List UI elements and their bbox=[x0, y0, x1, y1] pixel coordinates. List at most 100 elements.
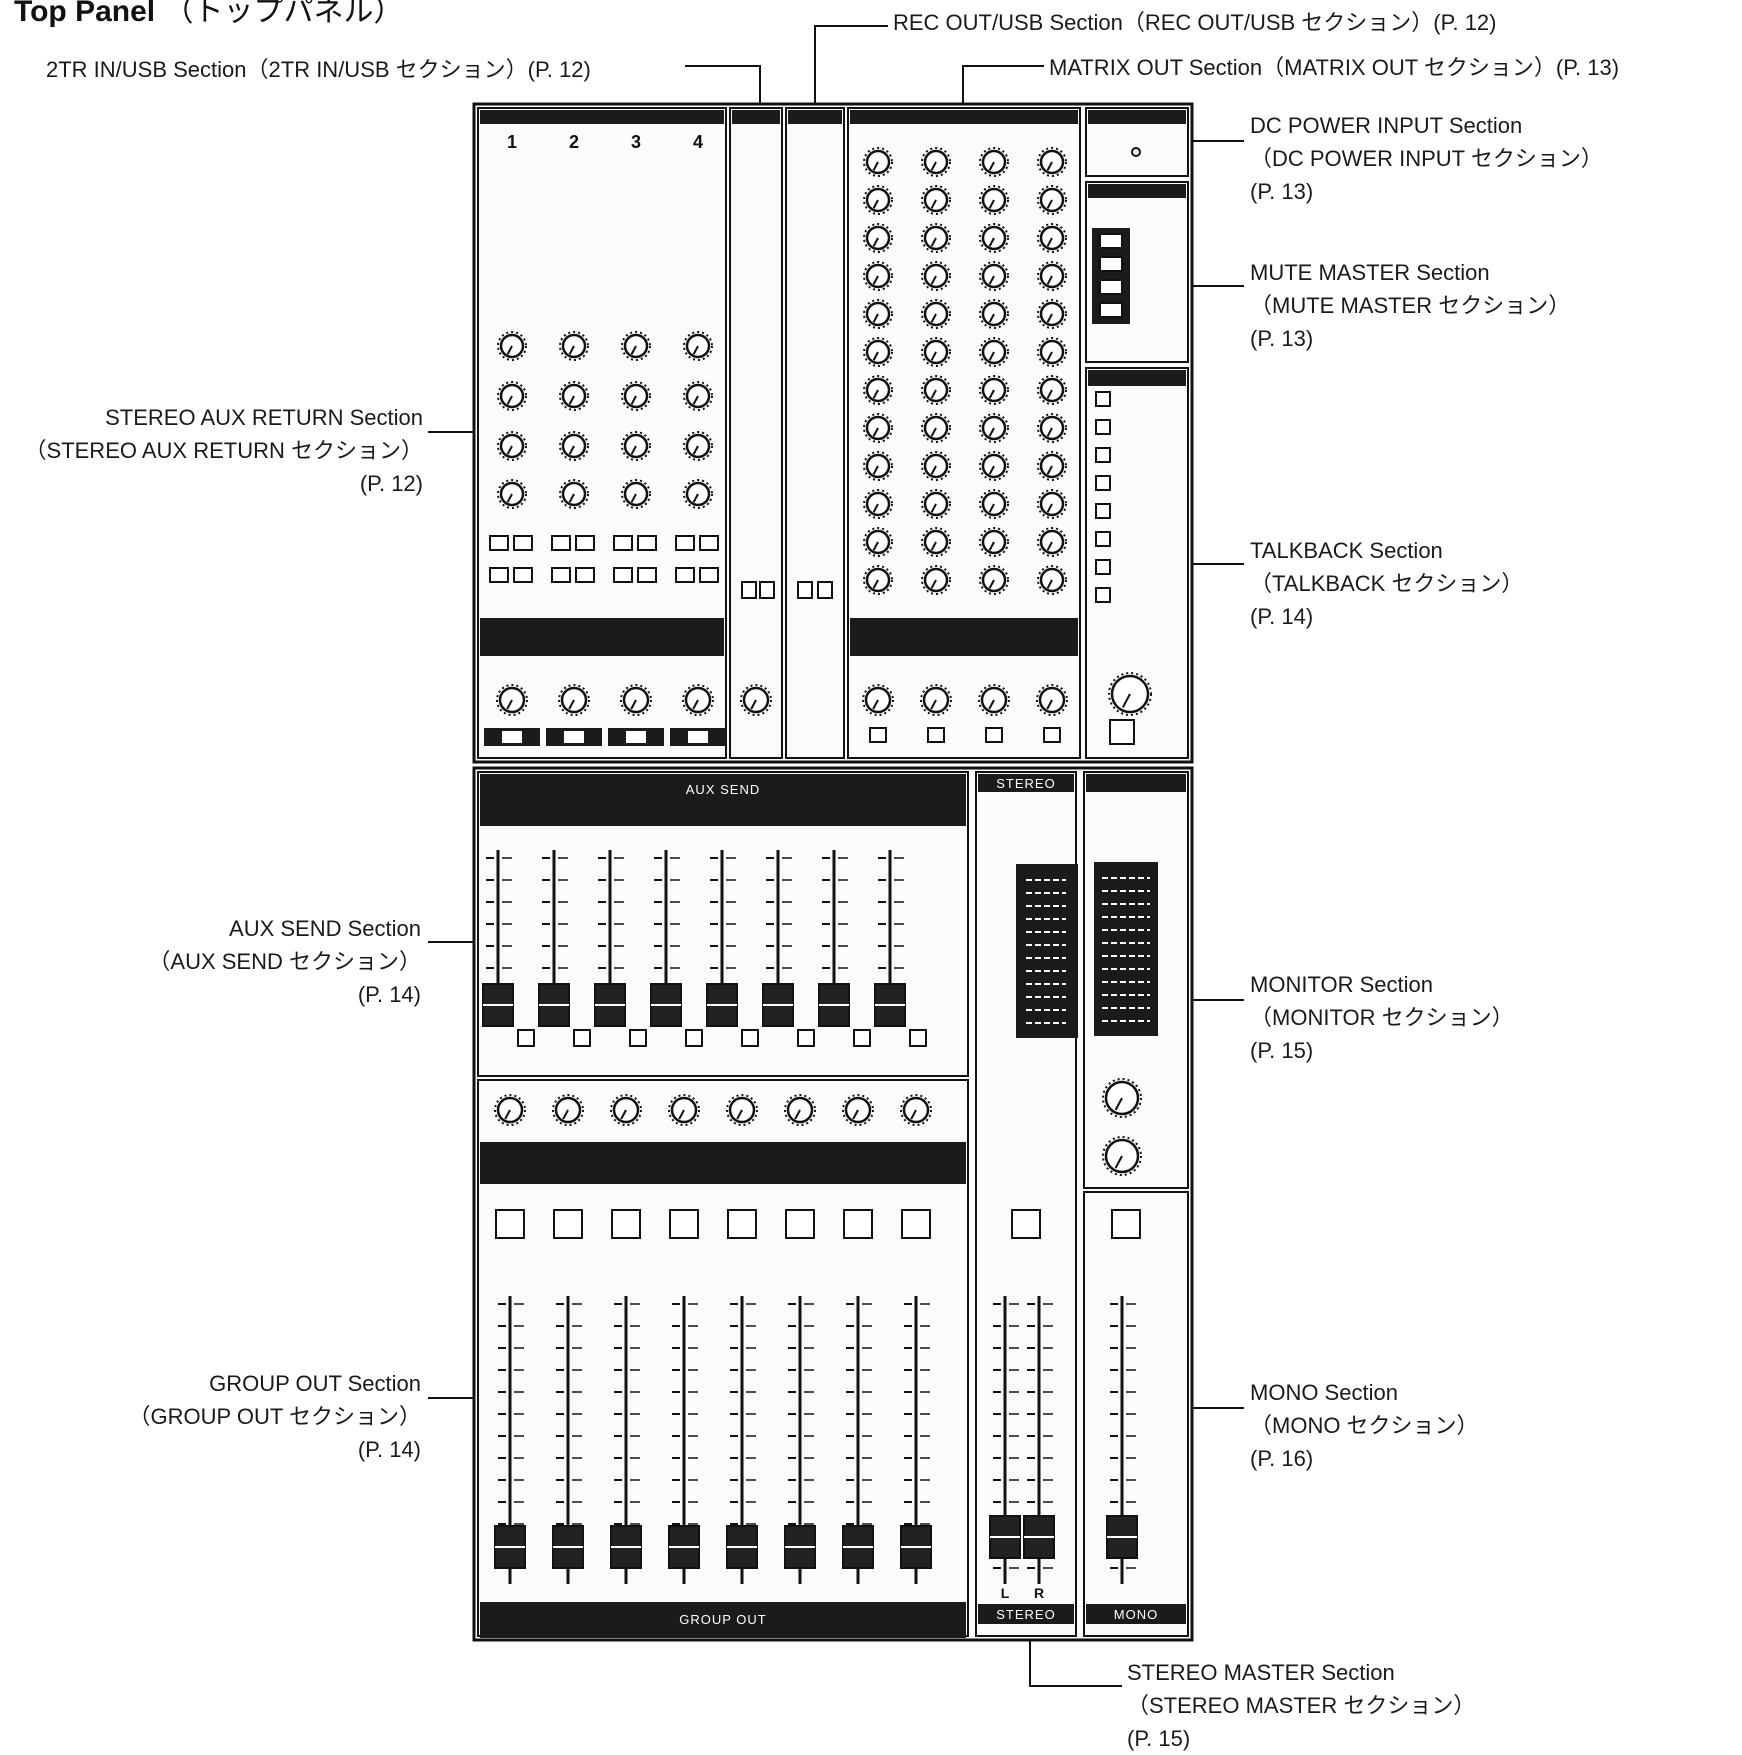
aux-return-1-knob-4-ticks bbox=[497, 479, 527, 509]
matrix-2-knob-3-pointer bbox=[930, 237, 937, 247]
aux-return-4-knob-1-ticks bbox=[683, 331, 713, 361]
group-out-6-button bbox=[785, 1209, 815, 1239]
mono-section bbox=[1083, 1191, 1189, 1637]
leader-matrix-out bbox=[962, 65, 1044, 106]
matrix-3-knob-6-pointer bbox=[988, 351, 995, 361]
aux-return-number-2: 2 bbox=[569, 132, 579, 152]
aux-return-1-button-b bbox=[513, 535, 533, 551]
aux-return-1-knob-1-ticks bbox=[497, 331, 527, 361]
group-out-7-knob-ticks bbox=[842, 1094, 874, 1126]
aux-send-section bbox=[477, 771, 969, 1077]
aux-send-3-button bbox=[629, 1029, 647, 1047]
aux-return-4-knob-4-pointer bbox=[692, 493, 699, 503]
matrix-2-knob-6-pointer bbox=[930, 351, 937, 361]
matrix-4-knob-7-pointer bbox=[1046, 389, 1053, 399]
group-out-8-knob-pointer bbox=[910, 1109, 917, 1120]
aux-return-1-knob-1-pointer bbox=[506, 345, 513, 355]
monitor-level-knob-pointer bbox=[1114, 1097, 1123, 1111]
aux-return-3-switch bbox=[626, 731, 646, 743]
matrix-1-knob-1-pointer bbox=[872, 161, 879, 171]
aux-send-5-button bbox=[741, 1029, 759, 1047]
matrix-4-knob-5-pointer bbox=[1046, 313, 1053, 323]
aux-return-3-knob-2-pointer bbox=[630, 395, 637, 405]
aux-send-7-button bbox=[853, 1029, 871, 1047]
aux-return-1-knob-3-ticks bbox=[497, 431, 527, 461]
talkback-assign-button-5 bbox=[1095, 503, 1111, 519]
2tr-level-knob-ticks bbox=[740, 684, 772, 716]
mono-bottom-bar bbox=[1086, 1604, 1186, 1624]
aux-return-4-knob-2-pointer bbox=[692, 395, 699, 405]
matrix-1-knob-8-pointer bbox=[872, 427, 879, 437]
mute-master-header-bar bbox=[1088, 184, 1186, 198]
matrix-4-button bbox=[1043, 727, 1061, 743]
aux-return-3-knob-3-pointer bbox=[630, 445, 637, 455]
stereo-top-label: STEREO bbox=[996, 776, 1055, 791]
callout-dc-power-input: DC POWER INPUT Section （DC POWER INPUT セ… bbox=[1250, 113, 1603, 204]
matrix-1-knob-3-pointer bbox=[872, 237, 879, 247]
callout-rec-out: REC OUT/USB Section（REC OUT/USB セクション）(P… bbox=[893, 10, 1497, 35]
aux-return-4-button-c bbox=[675, 567, 695, 583]
matrix-3-knob-9-pointer bbox=[988, 465, 995, 475]
callout-stereo-aux-return: STEREO AUX RETURN Section （STEREO AUX RE… bbox=[24, 405, 423, 496]
rec-out-usb-section bbox=[785, 107, 845, 759]
matrix-4-knob-4-pointer bbox=[1046, 275, 1053, 285]
matrix-2-knob-11-pointer bbox=[930, 541, 937, 551]
matrix-3-knob-8-ticks bbox=[979, 413, 1009, 443]
matrix-2-knob-12-ticks bbox=[921, 565, 951, 595]
matrix-4-knob-11-pointer bbox=[1046, 541, 1053, 551]
monitor-level-knob-ticks bbox=[1102, 1078, 1142, 1118]
group-out-5-knob-ticks bbox=[726, 1094, 758, 1126]
matrix-3-knob-7-pointer bbox=[988, 389, 995, 399]
matrix-1-knob-6-ticks bbox=[863, 337, 893, 367]
matrix-2-knob-7-ticks bbox=[921, 375, 951, 405]
matrix-2-knob-10-pointer bbox=[930, 503, 937, 513]
panel-controls bbox=[482, 147, 1158, 1584]
matrix-3-level-knob-ticks bbox=[978, 684, 1010, 716]
talkback-assign-button-3 bbox=[1095, 447, 1111, 463]
matrix-4-knob-3-pointer bbox=[1046, 237, 1053, 247]
phones-level-knob-pointer bbox=[1114, 1155, 1123, 1169]
aux-return-1-level-knob bbox=[498, 686, 526, 714]
talkback-assign-button-4 bbox=[1095, 475, 1111, 491]
matrix-4-knob-2-pointer bbox=[1046, 199, 1053, 209]
matrix-1-knob-10-pointer bbox=[872, 503, 879, 513]
aux-return-3-knob-4-pointer bbox=[630, 493, 637, 503]
aux-return-4-knob-2-ticks bbox=[683, 381, 713, 411]
aux-return-4-level-knob-pointer bbox=[692, 699, 699, 710]
aux-return-number-4: 4 bbox=[693, 132, 703, 152]
aux-return-1-knob-3 bbox=[499, 433, 525, 459]
talkback-level-knob-ticks bbox=[1108, 672, 1152, 716]
matrix-1-level-knob-ticks bbox=[862, 684, 894, 716]
matrix-2-knob-7-pointer bbox=[930, 389, 937, 399]
callout-mute-master: MUTE MASTER Section （MUTE MASTER セクション） … bbox=[1250, 260, 1571, 351]
matrix-3-knob-12-ticks bbox=[979, 565, 1009, 595]
stereo-fader-label-r: R bbox=[1034, 1585, 1044, 1601]
aux-return-1-switch bbox=[502, 731, 522, 743]
aux-return-3-knob-1-ticks bbox=[621, 331, 651, 361]
leader-rec-out bbox=[814, 25, 888, 106]
matrix-out-header-bar bbox=[850, 110, 1078, 124]
matrix-out-divider-bar bbox=[850, 618, 1078, 656]
aux-return-3-button-c bbox=[613, 567, 633, 583]
group-out-1-button bbox=[495, 1209, 525, 1239]
aux-return-4-button-d bbox=[699, 567, 719, 583]
matrix-3-button bbox=[985, 727, 1003, 743]
aux-return-2-knob-1-pointer bbox=[568, 345, 575, 355]
stereo-meter bbox=[1016, 864, 1078, 1038]
matrix-4-knob-7-ticks bbox=[1037, 375, 1067, 405]
stereo-master-section bbox=[975, 771, 1077, 1637]
matrix-1-knob-2-pointer bbox=[872, 199, 879, 209]
matrix-1-level-knob-pointer bbox=[872, 699, 879, 710]
matrix-2-knob-5-pointer bbox=[930, 313, 937, 323]
matrix-3-knob-11-pointer bbox=[988, 541, 995, 551]
matrix-4-level-knob-pointer bbox=[1046, 699, 1053, 710]
group-out-8-button bbox=[901, 1209, 931, 1239]
group-out-bottom-bar bbox=[480, 1602, 966, 1638]
stereo-button bbox=[1011, 1209, 1041, 1239]
title-main: Top Panel bbox=[14, 0, 156, 28]
matrix-3-knob-2-ticks bbox=[979, 185, 1009, 215]
stereo-aux-return-section bbox=[477, 107, 727, 759]
aux-return-1-button-d bbox=[513, 567, 533, 583]
group-out-1-knob-ticks bbox=[494, 1094, 526, 1126]
